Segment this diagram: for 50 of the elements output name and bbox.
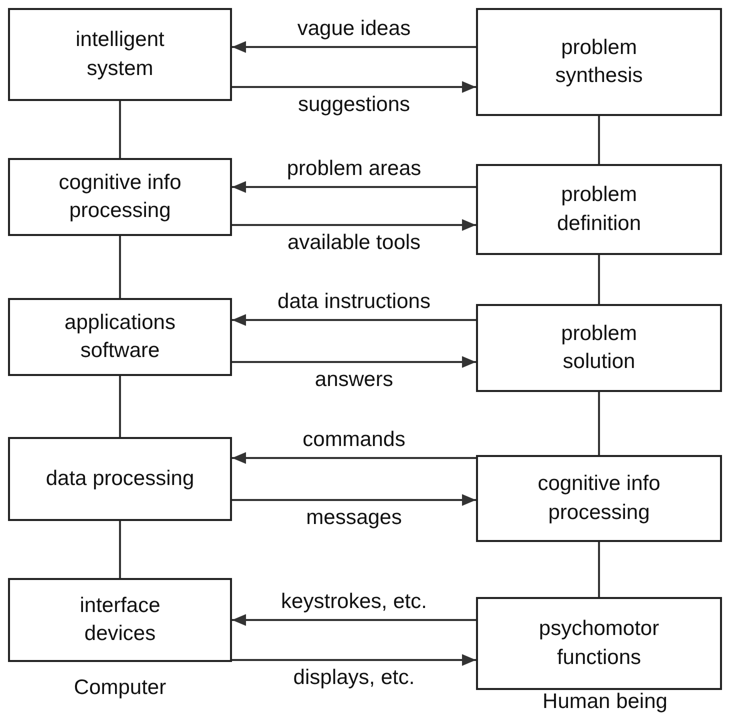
connector-line [119,101,121,158]
process-box [476,304,722,392]
connector-line [598,255,600,304]
process-box [8,8,232,101]
column-label: Human being [542,690,668,714]
edge-label: data instructions [278,290,430,314]
arrow [232,81,476,93]
process-box [476,455,722,542]
edge-label: answers [314,368,394,392]
box-label: data processing [45,466,195,492]
connector-line [598,392,600,455]
process-box [8,298,232,376]
connector-line [598,542,600,597]
arrow [232,614,476,626]
connector-line [598,116,600,164]
arrow [232,452,476,464]
connector-line [119,376,121,437]
edge-label: messages [306,506,402,530]
box-label: cognitive info processing [536,471,662,526]
connector-line [119,236,121,298]
arrow [232,494,476,506]
arrow [232,41,476,53]
box-label: problem synthesis [554,34,644,89]
box-label: interface devices [78,592,162,647]
edge-label: vague ideas [297,17,411,41]
arrow [232,356,476,368]
arrow [232,181,476,193]
edge-label: suggestions [298,93,410,117]
column-label: Computer [74,676,166,700]
box-label: psychomotor functions [538,616,660,670]
box-label: applications software [64,310,176,364]
edge-label: problem areas [286,157,422,181]
edge-label: keystrokes, etc. [281,590,427,614]
arrow [232,219,476,231]
process-box [476,597,722,690]
box-label: cognitive info processing [58,170,182,224]
edge-label: commands [302,428,406,452]
arrow [232,314,476,326]
process-box [476,164,722,255]
process-box [8,578,232,662]
edge-label: displays, etc. [293,666,415,690]
arrow [232,654,476,666]
edge-label: available tools [287,231,421,255]
process-box [476,8,722,116]
box-label: problem definition [556,182,642,236]
box-label: intelligent system [74,27,166,82]
process-box [8,158,232,236]
process-box [8,437,232,521]
connector-line [119,521,121,578]
box-label: problem solution [560,320,638,375]
